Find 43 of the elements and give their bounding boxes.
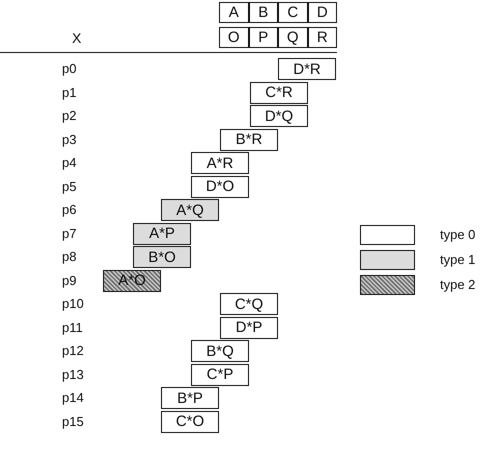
row-label: p4: [62, 155, 76, 170]
partial-product-box: D*R: [278, 58, 336, 80]
row-label: p10: [62, 296, 84, 311]
row-label: p13: [62, 366, 84, 382]
operand-digit-cell: A: [219, 2, 248, 23]
row-label: p12: [62, 343, 84, 358]
partial-product-box: B*P: [161, 387, 219, 409]
column-heading: X: [72, 30, 82, 46]
row-label: p8: [62, 249, 76, 264]
partial-product-box: C*Q: [220, 293, 278, 315]
partial-product-box: B*O: [133, 246, 191, 268]
row-label: p7: [62, 226, 76, 240]
legend-label: type 1: [440, 252, 476, 267]
operand-digit-cell: O: [219, 27, 248, 48]
row-label: p0: [62, 61, 76, 76]
partial-product-box: D*P: [220, 316, 278, 338]
legend-label: type 0: [440, 227, 476, 242]
row-label: p3: [62, 132, 76, 146]
row-label: p11: [62, 320, 83, 334]
row-label: p14: [62, 390, 84, 405]
row-label: p5: [62, 178, 76, 194]
partial-product-box: D*O: [191, 176, 249, 198]
row-label: p6: [62, 202, 76, 217]
row-label: p1: [62, 84, 76, 100]
operand-digit-cell: P: [248, 27, 278, 48]
partial-product-box: A*P: [133, 222, 191, 244]
row-label: p9: [62, 272, 76, 288]
row-label: p15: [62, 414, 84, 428]
operand-digit-cell: Q: [278, 27, 308, 48]
operand-digit-cell: R: [308, 27, 337, 48]
partial-product-box: C*R: [250, 82, 308, 104]
partial-product-box: A*Q: [161, 199, 219, 221]
partial-product-box: C*O: [161, 410, 219, 432]
operand-digit-cell: D: [308, 2, 337, 23]
row-label: p2: [62, 108, 76, 123]
legend-label: type 2: [440, 277, 476, 292]
partial-product-box: A*R: [191, 152, 249, 174]
operand-digit-cell: B: [248, 2, 278, 23]
partial-product-box: B*Q: [191, 340, 249, 362]
operand-digit-cell: C: [278, 2, 308, 23]
partial-product-box: D*Q: [250, 105, 308, 127]
partial-product-box: B*R: [220, 128, 278, 150]
partial-product-box: C*P: [191, 364, 249, 386]
